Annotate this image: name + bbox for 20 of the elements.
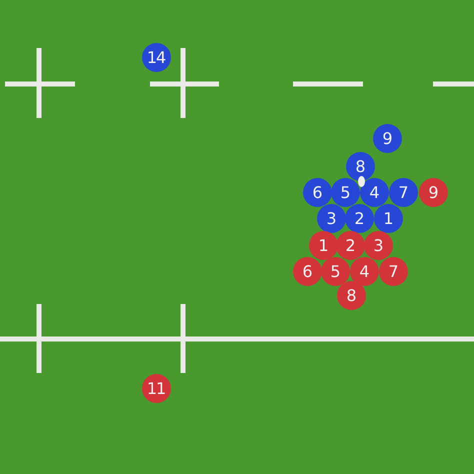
- player-marker: 4: [350, 256, 378, 286]
- player-marker: 8: [346, 152, 374, 180]
- player-marker: 9: [372, 124, 402, 152]
- player-marker: 1: [308, 230, 338, 260]
- player-marker: 2: [336, 230, 364, 260]
- player-marker: 11: [142, 374, 170, 402]
- player-marker: 7: [378, 256, 408, 286]
- player-marker: 5: [320, 256, 350, 286]
- player-marker: 4: [360, 178, 388, 206]
- player-marker: 6: [302, 178, 332, 206]
- player-marker: 2: [344, 204, 374, 232]
- player-marker: 14: [142, 42, 170, 72]
- player-marker: 1: [374, 204, 402, 232]
- player-marker: 8: [336, 280, 366, 310]
- player-marker: 3: [316, 204, 346, 232]
- player-marker: 5: [330, 178, 360, 206]
- player-marker: 3: [364, 230, 392, 260]
- player-marker: 7: [388, 178, 418, 206]
- player-marker: 9: [418, 178, 448, 206]
- player-marker: 6: [292, 256, 322, 286]
